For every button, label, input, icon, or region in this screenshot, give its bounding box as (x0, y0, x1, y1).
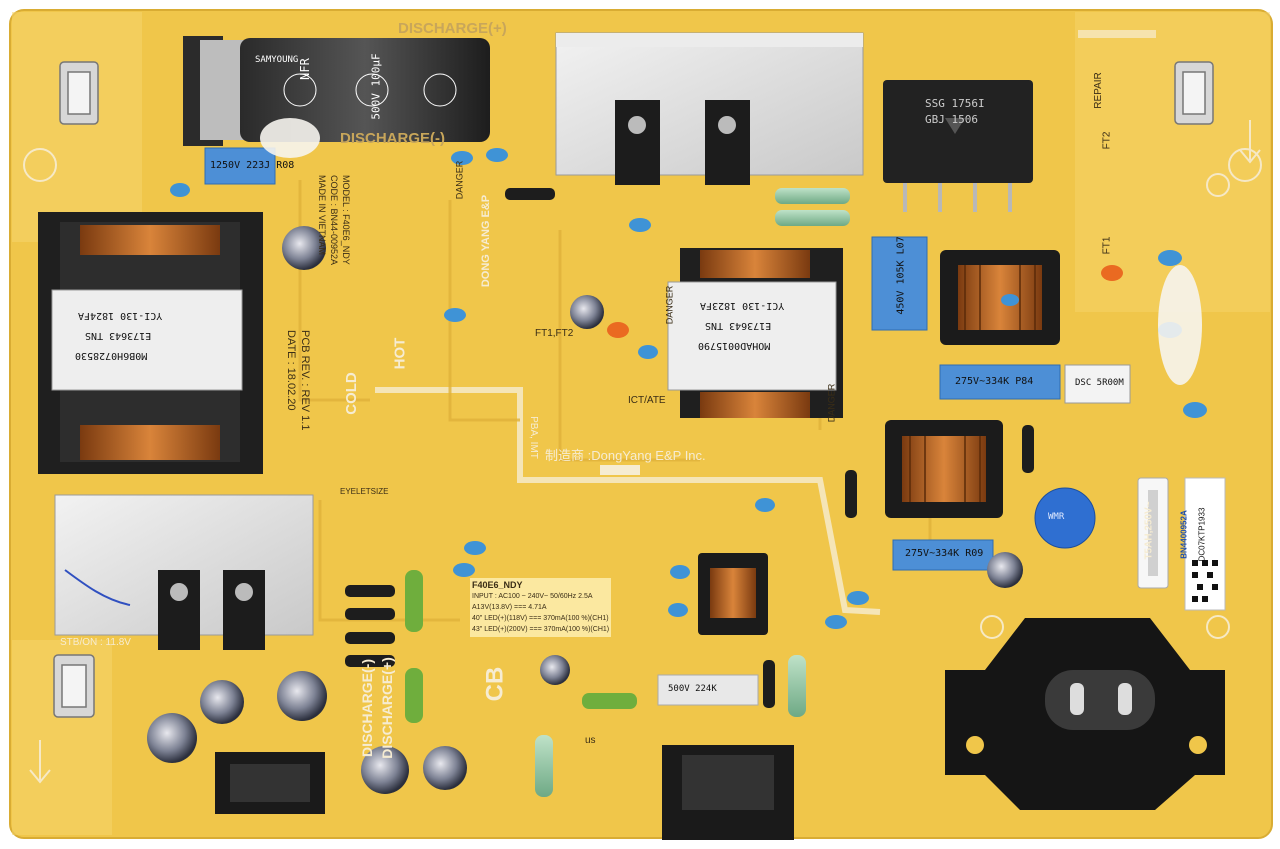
ft1-label: FT1 (1101, 236, 1113, 255)
cap-275a-label: 275V~334K P84 (955, 376, 1034, 387)
ict-label: ICT/ATE (628, 395, 666, 406)
cap-main-line1: NFR (297, 58, 312, 80)
discharge-plus-label: DISCHARGE(+) (398, 20, 507, 37)
transformer-mid-line1: YCI-130 1823FA (700, 300, 785, 311)
ft2-label: FT2 (1101, 131, 1113, 150)
choke-top (940, 250, 1060, 345)
mosfets-bottom (158, 570, 265, 650)
model-code-label: BN4400952A (1179, 510, 1189, 559)
orange-caps (607, 265, 1123, 338)
ft1-ft2-label: FT1,FT2 (535, 328, 574, 339)
danger-label-1: DANGER (454, 160, 465, 200)
resistor-dsc-label: DSC 5R00M (1075, 378, 1124, 388)
danger-label-2: DANGER (664, 285, 675, 325)
cap-500v (657, 674, 759, 706)
cb-label: CB (481, 666, 509, 702)
repair-label: REPAIR (1092, 72, 1104, 109)
inductor-small (698, 553, 768, 635)
pcb-substrate (9, 9, 1273, 839)
discharge-minus-label: DISCHARGE(-) (340, 130, 445, 147)
cap-main-brand: SAMYOUNG (255, 55, 299, 65)
eyelet-label: EYELETSIZE (340, 487, 389, 496)
cap-1250v-label: 1250V 223J R08 (210, 160, 295, 171)
choke-bottom (885, 420, 1003, 518)
transformer-main (38, 212, 263, 474)
resistor-dsc (1064, 364, 1131, 404)
varistor (1034, 487, 1096, 549)
fuse-rating-label: T5AH,250V~ (1143, 501, 1155, 560)
electrolytic-caps (147, 226, 1023, 794)
cap-main-line2: 500V 100µF (369, 53, 383, 120)
lot-code-label: DC07KTP1933 (1197, 507, 1207, 562)
cap-450v-label: 450V 105K L07 (895, 236, 907, 315)
transformer-main-line1: YCI-130 1824FA (78, 310, 163, 321)
glue-blobs (260, 118, 1202, 385)
ul-mark: us (585, 735, 596, 746)
spec-table: F40E6_NDY INPUT : AC100 ~ 240V~ 50/60Hz … (470, 578, 612, 637)
cap-500v-label: 500V 224K (668, 684, 717, 694)
brand-label: DONG YANG E&P (480, 194, 493, 288)
pcb-model: MODEL : F40E6_NDY (341, 175, 351, 265)
discharge-minus-lower: DISCHARGE(-) (359, 659, 375, 757)
mosfets-top (615, 100, 750, 185)
resistors (405, 188, 850, 797)
cap-275a (939, 364, 1061, 400)
varistor-label: WMR (1048, 512, 1065, 522)
transformer-mid-line2: E173643 TNS (705, 320, 772, 331)
spec-table-title: F40E6_NDY (472, 580, 523, 590)
cap-275b-label: 275V~334K R09 (905, 548, 984, 559)
main-capacitor (183, 36, 490, 146)
pcb-rev-block: PCB REV. : REV 1.1 DATE : 18.02.20 (284, 330, 312, 430)
pba-label: PBA, IMT (527, 416, 539, 459)
cap-275b (892, 539, 994, 571)
ac-inlet (945, 618, 1225, 810)
spec-row-4: 43" LED(+)(200V) === 370mA(100 %)(CH1) (472, 626, 610, 633)
stb-on-label: STB/ON : 11.8V (60, 637, 131, 648)
transformer-mid-line3: MOHAD0015790 (698, 340, 771, 351)
bridge-line2: GBJ 1506 (925, 113, 978, 126)
discharge-plus-lower: DISCHARGE(+) (378, 657, 395, 759)
transformer-main-line2: E173643 TNS (85, 330, 152, 341)
spec-row-3: 40" LED(+)(118V) === 370mA(100 %)(CH1) (472, 615, 609, 622)
bridge-line1: SSG 1756I (925, 97, 985, 110)
cap-1250v (204, 147, 276, 185)
ceramic-caps (170, 148, 1207, 629)
pcb-code: CODE : BN44-00952A (329, 175, 339, 266)
mounting-clip-top-right (1174, 61, 1214, 125)
hot-label: HOT (391, 337, 409, 370)
pcb-date: DATE : 18.02.20 (285, 330, 297, 411)
mounting-clip-top-left (59, 61, 99, 125)
heatsink-bottom (54, 494, 314, 636)
maker-label: 制造商 :DongYang E&P Inc. (545, 448, 706, 463)
diodes (345, 188, 1034, 708)
mounting-clip-bottom-left (53, 654, 95, 718)
pcb-origin: MADE IN VIETNAM (317, 175, 327, 256)
cold-label: COLD (342, 372, 360, 415)
barcode-label (1184, 477, 1226, 611)
pcb-rev: PCB REV. : REV 1.1 (299, 330, 311, 431)
transformer-main-line3: M0B6H0728530 (75, 350, 148, 361)
spec-row-1: INPUT : AC100 ~ 240V~ 50/60Hz 2.5A (472, 593, 593, 600)
cap-450v (871, 236, 928, 331)
transformer-secondary (667, 248, 843, 418)
pcb-info-block: MODEL : F40E6_NDY CODE : BN44-00952A MAD… (316, 175, 352, 265)
spec-row-2: A13V(13.8V) === 4.71A (472, 604, 547, 611)
bridge-rectifier (883, 80, 1033, 183)
danger-label-3: DANGER (826, 383, 837, 423)
